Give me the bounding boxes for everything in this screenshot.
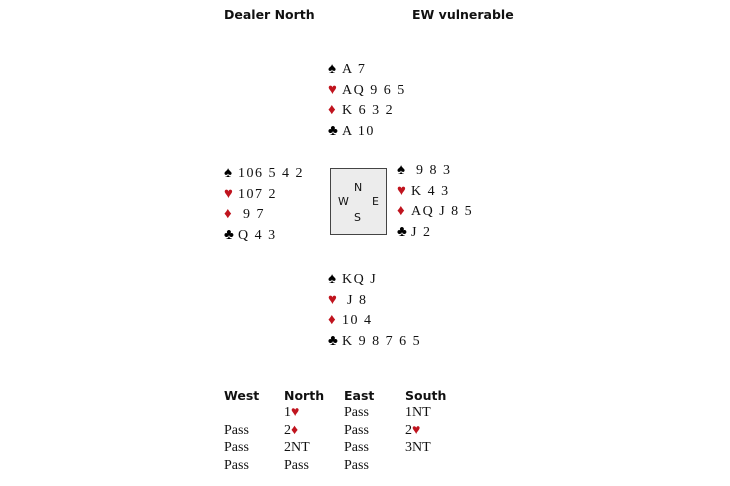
south-hand: ♠KQ J♥ J 8♦10 4♣K 9 8 7 6 5 bbox=[328, 269, 421, 351]
heart-icon: ♥ bbox=[328, 81, 337, 98]
auction-header: North bbox=[284, 388, 325, 403]
north-suit-row: ♣A 10 bbox=[328, 121, 406, 142]
south-suit-row: ♣K 9 8 7 6 5 bbox=[328, 331, 421, 352]
club-icon: ♣ bbox=[328, 332, 338, 349]
spade-icon: ♠ bbox=[328, 61, 336, 77]
bid-text: 1 bbox=[284, 405, 291, 420]
compass-south: S bbox=[354, 211, 361, 224]
bid: Pass bbox=[344, 404, 374, 422]
south-suit-row: ♦ 10 4 bbox=[328, 310, 421, 331]
bid-text: Pass bbox=[224, 440, 249, 456]
cards: KQ J bbox=[342, 272, 378, 287]
west-suit-row: ♥ 107 2 bbox=[224, 184, 304, 205]
club-icon: ♣ bbox=[224, 226, 234, 243]
east-suit-row: ♠ 9 8 3 bbox=[397, 160, 473, 181]
dealer-label: Dealer North bbox=[224, 7, 315, 22]
diamond-icon: ♦ bbox=[328, 102, 336, 118]
bid: Pass bbox=[344, 457, 374, 475]
heart-icon: ♥ bbox=[291, 405, 300, 420]
north-hand: ♠ A 7 ♥ AQ 9 6 5 ♦ K 6 3 2 ♣A 10 bbox=[328, 59, 406, 141]
bid-text: Pass bbox=[344, 405, 369, 420]
vulnerability-label: EW vulnerable bbox=[412, 7, 514, 22]
cards: 9 8 3 bbox=[411, 163, 452, 178]
bid: 1♥ bbox=[284, 404, 324, 422]
cards: A 7 bbox=[342, 62, 367, 77]
compass-north: N bbox=[354, 181, 363, 194]
spade-icon: ♠ bbox=[224, 165, 232, 181]
compass-east: E bbox=[372, 195, 379, 208]
diamond-icon: ♦ bbox=[224, 206, 232, 222]
bid-text: Pass bbox=[344, 440, 369, 456]
cards: 9 7 bbox=[238, 207, 265, 222]
auction-header: South bbox=[405, 388, 447, 403]
cards: K 9 8 7 6 5 bbox=[342, 333, 422, 349]
cards: 107 2 bbox=[238, 186, 277, 202]
bid: 2♦ bbox=[284, 422, 324, 440]
south-suit-row: ♠ KQ J bbox=[328, 269, 421, 290]
club-icon: ♣ bbox=[328, 122, 338, 139]
spade-icon: ♠ bbox=[328, 271, 336, 287]
north-suit-row: ♦ K 6 3 2 bbox=[328, 100, 406, 121]
east-suit-row: ♦ AQ J 8 5 bbox=[397, 201, 473, 222]
diamond-icon: ♦ bbox=[397, 203, 405, 219]
cards: K 4 3 bbox=[411, 183, 450, 199]
east-hand: ♠ 9 8 3♥K 4 3♦AQ J 8 5♣J 2 bbox=[397, 160, 473, 242]
south-suit-row: ♥ J 8 bbox=[328, 290, 421, 311]
cards: A 10 bbox=[342, 123, 375, 139]
cards: AQ 9 6 5 bbox=[342, 82, 406, 98]
cards: 10 4 bbox=[342, 313, 373, 328]
north-suit-row: ♠ A 7 bbox=[328, 59, 406, 80]
heart-icon: ♥ bbox=[412, 422, 421, 438]
bid-text: Pass bbox=[224, 422, 249, 438]
heart-icon: ♥ bbox=[328, 291, 337, 308]
bid-text: 2NT bbox=[284, 440, 310, 456]
bid-text: Pass bbox=[284, 458, 309, 474]
west-hand: ♠106 5 4 2♥107 2♦ 9 7♣Q 4 3 bbox=[224, 163, 304, 245]
cards: J 2 bbox=[411, 224, 432, 240]
bid-text: Pass bbox=[344, 458, 369, 474]
auction-header: East bbox=[344, 388, 375, 403]
bid: 2NT bbox=[284, 439, 324, 457]
bid-text: Pass bbox=[344, 422, 369, 438]
heart-icon: ♥ bbox=[224, 185, 233, 202]
east-suit-row: ♣J 2 bbox=[397, 222, 473, 243]
bid bbox=[224, 404, 259, 422]
cards: J 8 bbox=[342, 292, 368, 308]
bid: Pass bbox=[224, 422, 259, 440]
west-suit-row: ♣Q 4 3 bbox=[224, 225, 304, 246]
heart-icon: ♥ bbox=[397, 182, 406, 199]
diamond-icon: ♦ bbox=[291, 422, 299, 438]
diamond-icon: ♦ bbox=[328, 312, 336, 328]
bid: 3NT bbox=[405, 439, 446, 457]
bid: Pass bbox=[224, 457, 259, 475]
cards: Q 4 3 bbox=[238, 227, 277, 243]
bid: Pass bbox=[284, 457, 324, 475]
compass-box: N W E S bbox=[330, 168, 387, 235]
cards: 106 5 4 2 bbox=[238, 166, 304, 181]
bid-text: 2 bbox=[284, 422, 291, 438]
cards: K 6 3 2 bbox=[342, 103, 395, 118]
bid-text: 2 bbox=[405, 422, 412, 438]
spade-icon: ♠ bbox=[397, 162, 405, 178]
bid: Pass bbox=[224, 439, 259, 457]
bid: Pass bbox=[344, 422, 374, 440]
bid: Pass bbox=[344, 439, 374, 457]
club-icon: ♣ bbox=[397, 223, 407, 240]
bid-text: Pass bbox=[224, 458, 249, 474]
auction-header: West bbox=[224, 388, 260, 403]
bid-text: 3NT bbox=[405, 440, 431, 456]
west-suit-row: ♦ 9 7 bbox=[224, 204, 304, 225]
cards: AQ J 8 5 bbox=[411, 204, 474, 219]
west-suit-row: ♠ 106 5 4 2 bbox=[224, 163, 304, 184]
compass-west: W bbox=[338, 195, 349, 208]
bid: 2♥ bbox=[405, 422, 446, 440]
north-suit-row: ♥ AQ 9 6 5 bbox=[328, 80, 406, 101]
bid: 1NT bbox=[405, 404, 446, 422]
bid-text: 1NT bbox=[405, 405, 431, 420]
east-suit-row: ♥ K 4 3 bbox=[397, 181, 473, 202]
